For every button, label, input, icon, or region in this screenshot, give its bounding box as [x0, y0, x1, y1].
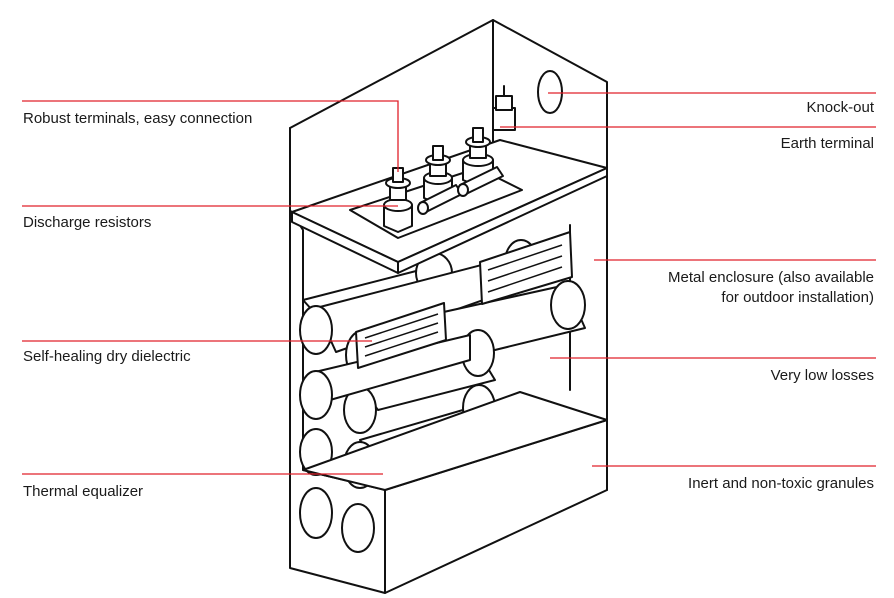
discharge-resistors — [417, 166, 504, 215]
label-very-low-losses: Very low losses — [770, 367, 874, 384]
label-inert-granules: Inert and non-toxic granules — [688, 475, 874, 492]
label-knock-out: Knock-out — [806, 99, 874, 116]
knock-out-hole — [537, 70, 563, 114]
label-earth-terminal: Earth terminal — [780, 135, 874, 152]
label-discharge-resistors: Discharge resistors — [23, 214, 152, 231]
terminal-left — [383, 167, 413, 233]
leader-robust-terminals — [22, 100, 399, 172]
label-robust-terminals: Robust terminals, easy connection — [23, 110, 253, 127]
leader-lines — [22, 92, 876, 475]
terminal-right — [462, 127, 494, 187]
label-thermal-equalizer: Thermal equalizer — [23, 483, 144, 500]
capacitor-windings — [299, 231, 586, 553]
terminals — [383, 127, 504, 233]
label-self-healing-dielectric: Self-healing dry dielectric — [23, 348, 191, 365]
label-metal-enclosure-line1: Metal enclosure (also available — [668, 269, 874, 286]
label-metal-enclosure-line2: for outdoor installation) — [721, 289, 874, 306]
granule-block — [302, 391, 608, 594]
earth-terminal — [492, 85, 516, 131]
